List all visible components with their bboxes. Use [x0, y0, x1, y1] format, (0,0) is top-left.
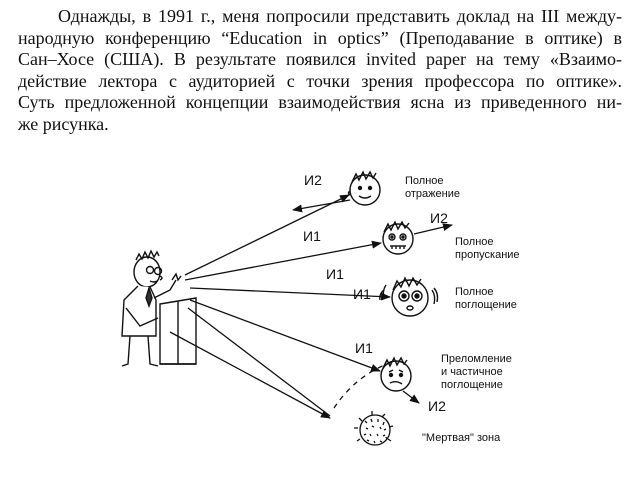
ray-label-i1: И1 [326, 266, 344, 282]
paragraph-line: Суть предложенной концепции взаимодейств… [18, 92, 622, 112]
listener-face-transmission [382, 220, 414, 255]
caption-line: Полное [455, 286, 494, 298]
caption-line: отражение [405, 188, 460, 200]
ray-label-i2: И2 [304, 172, 322, 188]
paragraph-line: Однажды, в 1991 г., меня попросили предс… [58, 6, 622, 26]
caption-line: Полное [455, 236, 494, 248]
listener-face-absorption [379, 276, 439, 317]
caption-full-absorption: Полное поглощение [455, 286, 517, 312]
ray-label-i2: И2 [430, 210, 448, 226]
caption-line: и частичное [441, 366, 503, 378]
caption-line: поглощение [455, 299, 517, 311]
caption-line: поглощение [441, 379, 503, 391]
interaction-rays [169, 194, 453, 419]
listener-face-reflection [347, 170, 381, 206]
figure-drawing [121, 170, 453, 446]
caption-full-reflection: Полное отражение [405, 175, 460, 201]
paragraph-line: действие лектора с аудиторией с точки зр… [18, 70, 622, 91]
lecturer-figure [121, 249, 197, 367]
ray-label-i1: И1 [355, 340, 373, 356]
caption-refraction: Преломление и частичное поглощение [441, 353, 512, 392]
listener-face-refraction [380, 356, 412, 392]
caption-line: пропускание [455, 249, 520, 261]
paragraph-line: же рисунка. [18, 113, 109, 134]
paragraph-line: Сан–Хосе (США). В результате появился in… [18, 49, 622, 69]
ray-label-i1: И1 [303, 228, 321, 244]
caption-line: Преломление [441, 353, 512, 365]
paragraph-line: народную конференцию “Education in optic… [18, 27, 622, 48]
caption-full-transmission: Полное пропускание [455, 236, 520, 262]
caption-line: Полное [405, 175, 444, 187]
ray-label-i2: И2 [428, 398, 446, 414]
listener-face-dead-zone [354, 411, 394, 446]
body-paragraph: Однажды, в 1991 г., меня попросили предс… [18, 6, 622, 135]
ray-label-i1: И1 [353, 286, 371, 302]
lecturer-audience-figure: И2 И2 И2 И1 И1 И1 И1 Полное отражение По… [0, 140, 640, 480]
caption-dead-zone: "Мертвая" зона [422, 432, 501, 444]
